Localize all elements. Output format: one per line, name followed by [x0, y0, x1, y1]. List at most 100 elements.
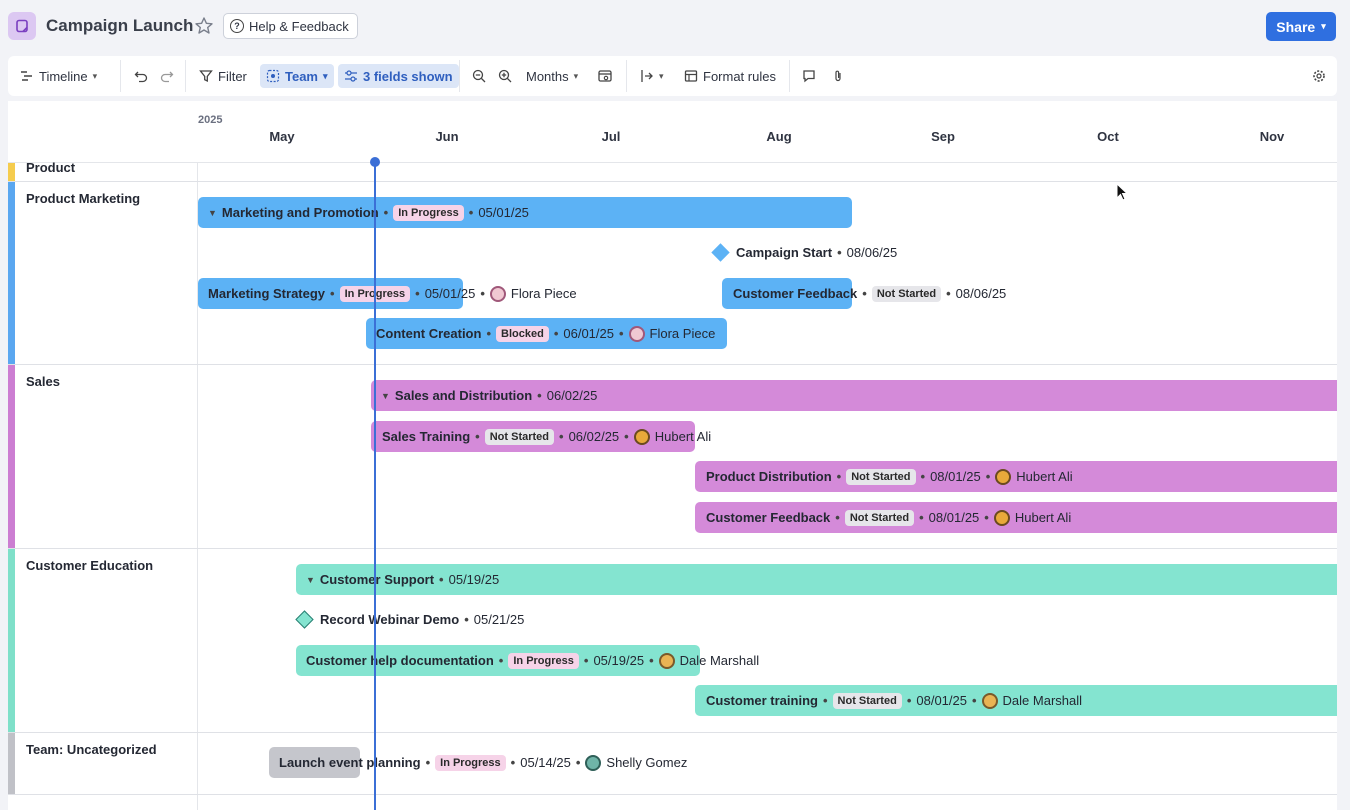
group-product: Product: [8, 160, 1337, 182]
bar-label: Marketing Strategy• In Progress •05/01/2…: [208, 285, 577, 302]
paperclip-icon: [835, 70, 841, 82]
collapse-triangle-icon[interactable]: ▼: [208, 207, 217, 218]
fields-icon: [345, 70, 357, 82]
today-line: [374, 162, 376, 810]
zoom-out-icon: [472, 69, 486, 83]
format-rules-button[interactable]: Format rules: [680, 64, 780, 88]
milestone-label: Campaign Start• 08/06/25: [736, 245, 898, 260]
group-customer-education: Customer Education: [8, 549, 1337, 733]
group-by-button[interactable]: Team ▾: [260, 64, 334, 88]
group-color-stripe: [8, 365, 15, 548]
group-color-stripe: [8, 733, 15, 794]
milestone-label: Record Webinar Demo• 05/21/25: [320, 612, 525, 627]
comment-icon: [803, 70, 815, 83]
group-color-stripe: [8, 549, 15, 732]
redo-icon: [160, 71, 174, 83]
chevron-down-icon: ▾: [92, 70, 98, 81]
timeline-bar[interactable]: [296, 645, 700, 676]
zoom-in-icon: [498, 69, 512, 83]
timeline-bar[interactable]: [296, 564, 1337, 595]
gear-icon: [1313, 70, 1325, 82]
zoom-out-button[interactable]: [468, 64, 490, 88]
chevron-down-icon: ▾: [573, 70, 579, 81]
bar-label: Product Distribution• Not Started •08/01…: [706, 468, 1073, 485]
timeline-bar[interactable]: [695, 685, 1337, 716]
avatar: [489, 285, 506, 302]
month-label: Nov: [1259, 129, 1285, 144]
settings-button[interactable]: [1308, 64, 1330, 88]
status-badge: Not Started: [846, 468, 916, 485]
avatar: [628, 325, 645, 342]
toolbar: Timeline ▾ Filter Team ▾ 3 fields shown …: [8, 56, 1337, 96]
status-badge: Not Started: [832, 692, 902, 709]
group-color-stripe: [8, 182, 15, 364]
scale-select[interactable]: Months ▾: [526, 68, 579, 84]
group-name[interactable]: Customer Education: [26, 558, 154, 573]
month-label: Aug: [766, 129, 792, 144]
bar-label: Customer training• Not Started •08/01/25…: [706, 692, 1083, 709]
mouse-cursor-icon: [1116, 183, 1128, 201]
align-icon: [641, 70, 653, 82]
undo-button[interactable]: [130, 64, 152, 88]
group-icon: [266, 69, 280, 83]
timeline-bar[interactable]: [371, 380, 1337, 411]
status-badge: Not Started: [844, 509, 915, 526]
bar-label: ▼ Sales and Distribution• 06/02/25: [381, 388, 598, 403]
group-uncategorized: Team: Uncategorized: [8, 733, 1337, 795]
month-label: Jun: [435, 129, 459, 144]
month-label: Sep: [931, 129, 955, 144]
zoom-in-button[interactable]: [494, 64, 516, 88]
bar-label: ▼ Customer Support• 05/19/25: [306, 572, 500, 587]
status-badge: In Progress: [508, 652, 579, 669]
timeline-view: 2025 May Jun Jul Aug Sep Oct Nov Product…: [8, 101, 1337, 810]
timeline-bar[interactable]: [269, 747, 360, 778]
redo-button[interactable]: [156, 64, 178, 88]
timeline-icon: [21, 71, 32, 81]
timeline-bar[interactable]: [722, 278, 852, 309]
group-name[interactable]: Product: [26, 160, 76, 175]
timeline-bar[interactable]: [695, 502, 1337, 533]
timeline-bar[interactable]: [695, 461, 1337, 492]
group-name[interactable]: Product Marketing: [26, 191, 141, 206]
fields-button[interactable]: 3 fields shown: [338, 64, 459, 88]
bar-label: Launch event planning• In Progress •05/1…: [279, 754, 688, 771]
group-name[interactable]: Sales: [26, 374, 60, 389]
collapse-triangle-icon[interactable]: ▼: [306, 574, 315, 585]
today-handle[interactable]: [370, 157, 380, 167]
group-sales: Sales: [8, 365, 1337, 549]
status-badge: Not Started: [871, 285, 942, 302]
group-product-marketing: Product Marketing: [8, 182, 1337, 365]
app-icon[interactable]: [8, 12, 36, 40]
timeline-bar[interactable]: [198, 278, 463, 309]
year-label: 2025: [198, 114, 223, 126]
share-button[interactable]: Share ▾: [1266, 12, 1336, 41]
avatar: [658, 652, 675, 669]
comment-button[interactable]: [798, 64, 820, 88]
attachment-button[interactable]: [827, 64, 849, 88]
calendar-search-icon: [598, 70, 612, 82]
bar-label: Content Creation• Blocked •06/01/25 • Fl…: [376, 325, 716, 342]
group-name[interactable]: Team: Uncategorized: [26, 742, 157, 757]
status-badge: Blocked: [496, 325, 549, 342]
avatar: [585, 754, 602, 771]
filter-icon: [199, 70, 213, 83]
chevron-down-icon: ▾: [659, 70, 664, 81]
status-badge: In Progress: [435, 754, 506, 771]
timeline-bar[interactable]: [198, 197, 852, 228]
status-badge: In Progress: [393, 204, 464, 221]
bar-label: Customer Feedback• Not Started •08/01/25…: [706, 509, 1072, 526]
view-switcher[interactable]: Timeline ▾: [16, 64, 101, 88]
collapse-triangle-icon[interactable]: ▼: [381, 390, 390, 401]
avatar: [633, 428, 650, 445]
calendar-search-button[interactable]: [594, 64, 616, 88]
help-feedback-button[interactable]: ? Help & Feedback: [223, 13, 358, 39]
align-button[interactable]: ▾: [636, 64, 668, 88]
filter-button[interactable]: Filter: [195, 64, 251, 88]
star-icon[interactable]: [194, 16, 214, 36]
avatar: [995, 468, 1012, 485]
chevron-down-icon: ▾: [1321, 21, 1326, 31]
undo-icon: [134, 71, 148, 83]
app-header: Campaign Launch ? Help & Feedback Share …: [0, 0, 1350, 52]
table-icon: [684, 70, 698, 82]
bar-label: ▼ Marketing and Promotion• In Progress •…: [208, 204, 529, 221]
